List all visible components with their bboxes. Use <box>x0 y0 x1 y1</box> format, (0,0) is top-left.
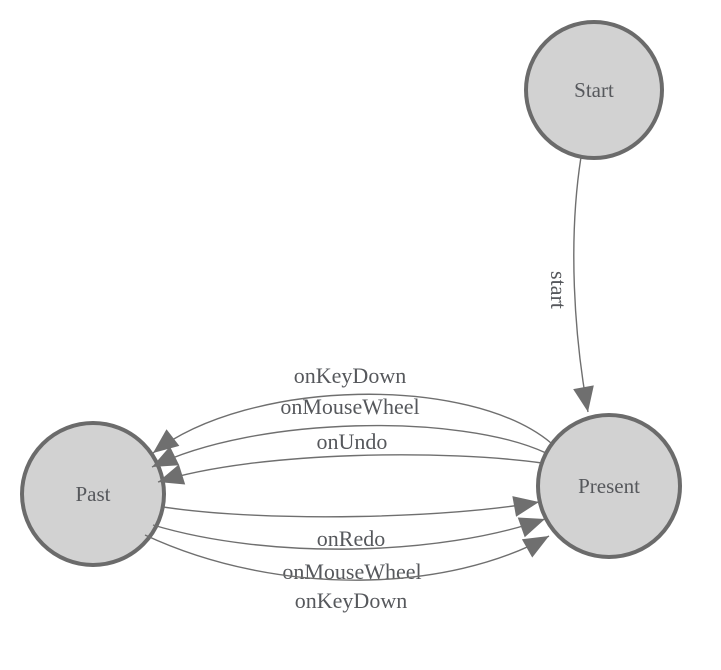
state-label-present: Present <box>578 474 640 498</box>
edge-path-onkeydown-bottom <box>144 534 550 581</box>
node-past: Past <box>20 421 166 567</box>
edge-path-onkeydown-top <box>152 393 552 454</box>
edge-start-present: start <box>546 156 594 413</box>
edge-present-past-onundo: onUndo <box>157 429 543 485</box>
edge-label-onundo: onUndo <box>317 429 388 454</box>
edge-path-start <box>573 156 594 413</box>
state-label-start: Start <box>574 78 614 102</box>
state-circle-present <box>536 413 682 559</box>
nodes-layer: Start Present Past <box>20 20 682 567</box>
edge-label-start: start <box>546 271 571 309</box>
edge-label-onkeydown-top: onKeyDown <box>294 363 406 388</box>
state-label-past: Past <box>75 482 110 506</box>
edge-label-onmousewheel-top: onMouseWheel <box>280 394 419 419</box>
edge-path-onredo <box>162 496 540 518</box>
node-present: Present <box>536 413 682 559</box>
edges-layer: start onKeyDown onMouseWheel onUndo onRe… <box>144 156 594 613</box>
edge-past-present-onkeydown: onKeyDown <box>144 534 550 613</box>
state-circle-past <box>20 421 166 567</box>
edge-label-onkeydown-bottom: onKeyDown <box>295 588 407 613</box>
edge-path-onundo <box>157 454 543 485</box>
edge-past-present-onredo: onRedo <box>162 496 540 551</box>
state-circle-start <box>524 20 664 160</box>
node-start: Start <box>524 20 664 160</box>
edge-path-onmousewheel-top <box>151 424 547 468</box>
edge-label-onredo: onRedo <box>317 526 385 551</box>
edge-present-past-onkeydown: onKeyDown <box>152 363 552 454</box>
edge-present-past-onmousewheel: onMouseWheel <box>151 394 547 468</box>
edge-path-onmousewheel-bottom <box>152 517 546 550</box>
